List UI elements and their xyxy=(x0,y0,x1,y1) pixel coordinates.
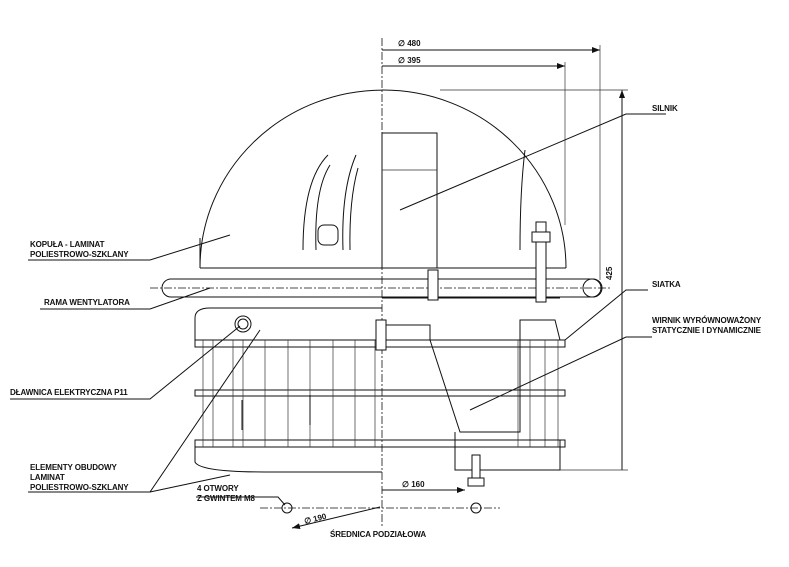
dimension-d160: ∅ 160 xyxy=(402,480,425,489)
label-fan-frame: RAMA WENTYLATORA xyxy=(44,298,130,307)
dimension-d395: ∅ 395 xyxy=(398,56,421,65)
label-mesh: SIATKA xyxy=(652,280,681,289)
label-motor: SILNIK xyxy=(652,104,678,113)
dimension-d480: ∅ 480 xyxy=(398,39,421,48)
dimension-d190: ∅ 190 xyxy=(303,512,328,526)
cable-gland xyxy=(234,315,252,333)
label-pitch-diameter: ŚREDNICA PODZIAŁOWA xyxy=(330,530,427,539)
dimension-h425: 425 xyxy=(605,266,614,280)
dome xyxy=(199,89,567,269)
label-cable-gland: DŁAWNICA ELEKTRYCZNA P11 xyxy=(10,388,128,397)
mounting-hole xyxy=(470,502,482,514)
motor xyxy=(381,132,438,269)
housing xyxy=(194,307,382,340)
mesh xyxy=(194,339,566,448)
impeller xyxy=(429,339,521,433)
mounting-hole xyxy=(281,502,293,514)
